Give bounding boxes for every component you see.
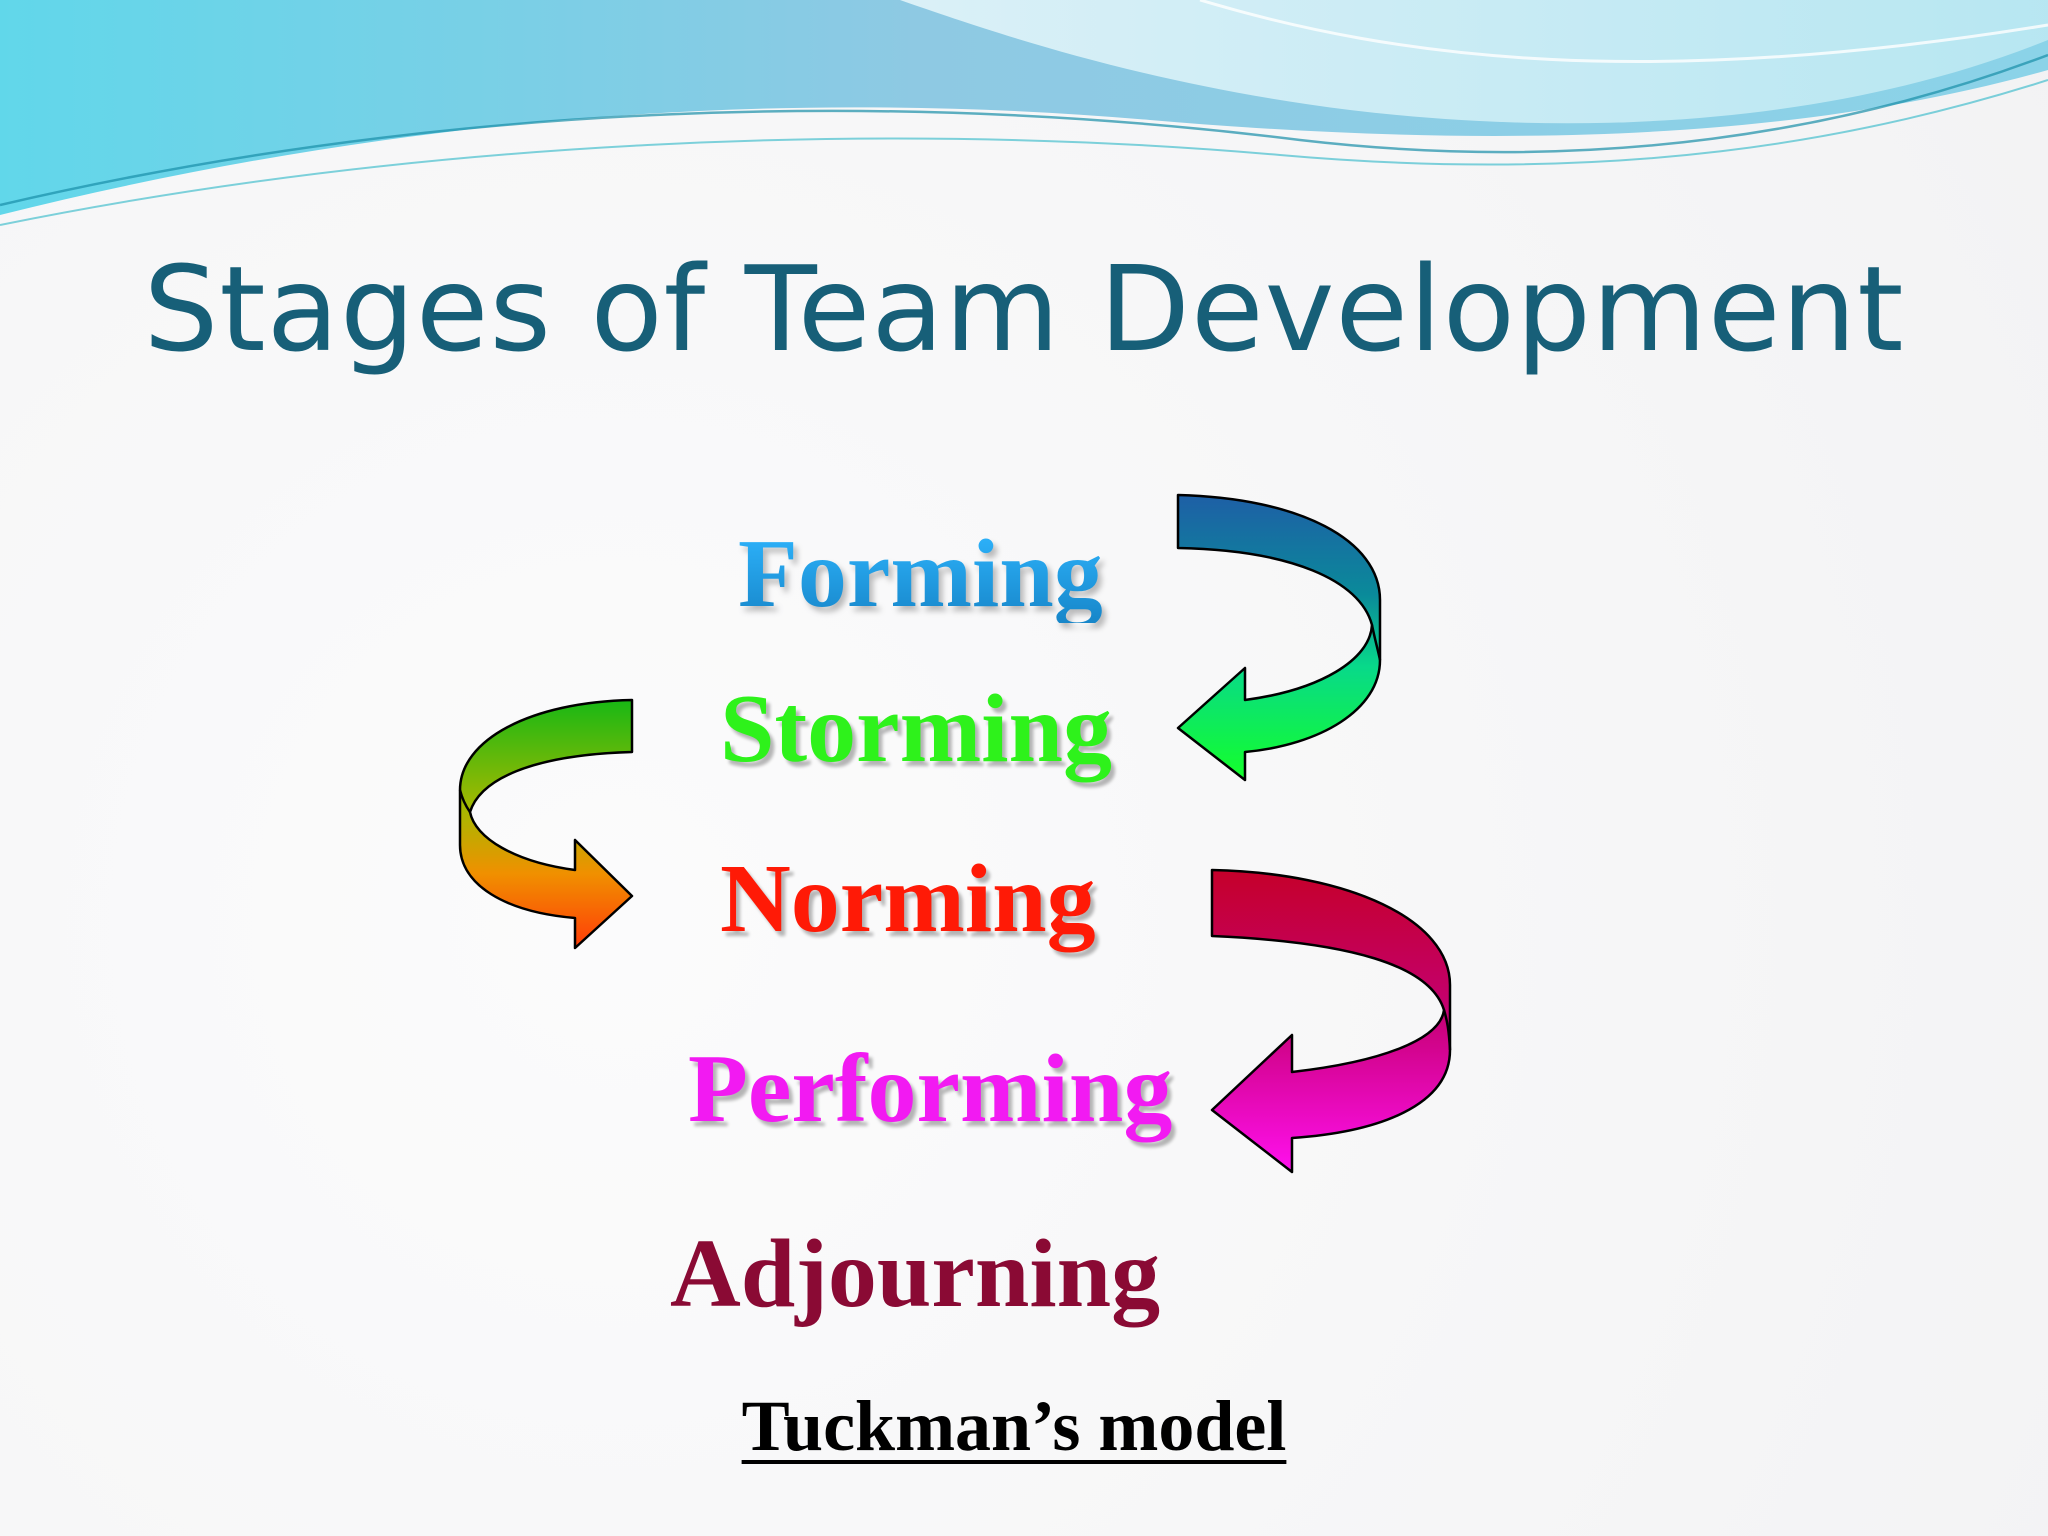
model-caption-text: Tuckman’s model [741,1386,1287,1466]
arrow-forming-to-storming [1176,493,1382,782]
header-wave-decoration [0,0,2048,226]
page-title: Stages of Team Development [143,240,1905,378]
stage-performing: Performing [688,1035,1173,1143]
model-caption: Tuckman’s model [0,1385,2048,1468]
arrow-storming-to-norming [458,698,634,950]
stage-storming: Storming [720,675,1112,783]
arrow-norming-to-performing [1210,868,1452,1174]
stage-adjourning: Adjourning [670,1220,1161,1328]
stage-norming: Norming [720,845,1096,953]
stage-forming: Forming [738,520,1103,628]
